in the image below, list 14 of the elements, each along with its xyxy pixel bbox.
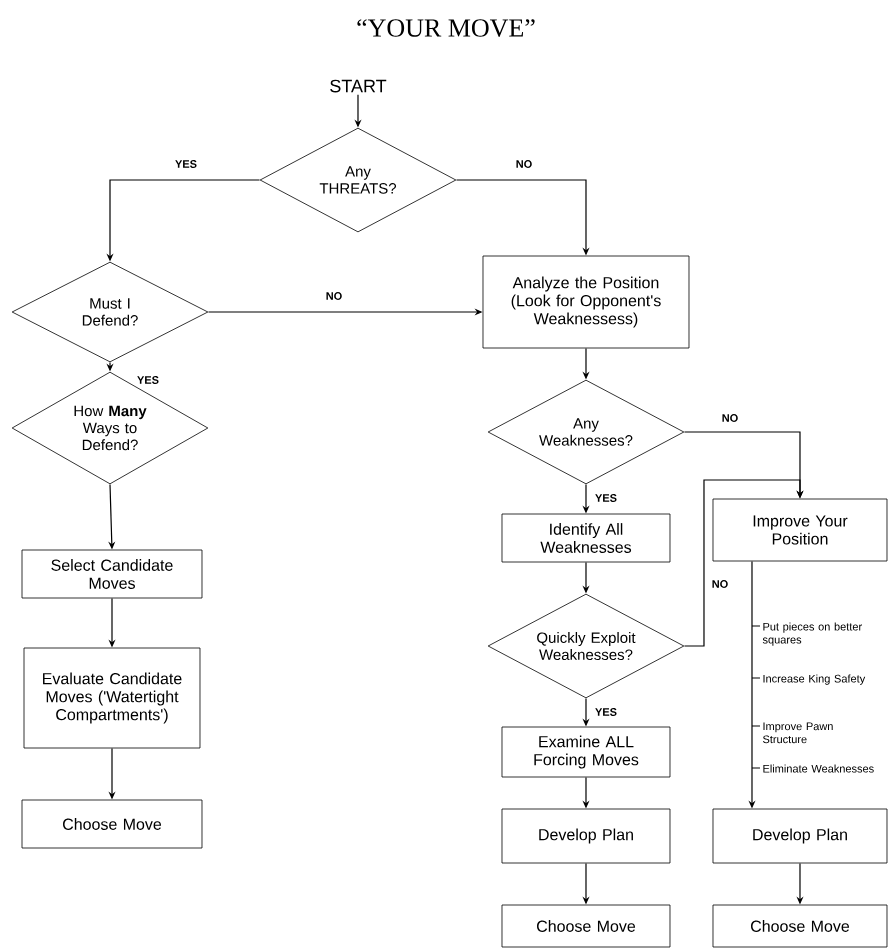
process-box: Analyze the Position (Look for Opponent's Weaknessess) bbox=[482, 255, 690, 349]
process-box: Develop Plan bbox=[501, 808, 671, 864]
process-box: Choose Move bbox=[712, 904, 888, 948]
process-box: Develop Plan bbox=[712, 808, 888, 864]
start-label: START bbox=[330, 79, 387, 93]
title: “YOUR MOVE” bbox=[357, 19, 535, 37]
arrow bbox=[683, 479, 804, 647]
process-box: Choose Move bbox=[501, 904, 671, 948]
process-box: Choose Move bbox=[21, 799, 203, 849]
process-box: Evaluate Candidate Moves ('Watertight Compartments') bbox=[23, 647, 201, 749]
process-box: Select Candidate Moves bbox=[21, 549, 203, 599]
process-box: Identify All Weaknesses bbox=[501, 513, 671, 563]
process-box: Examine ALL Forcing Moves bbox=[501, 726, 671, 778]
process-box: Improve Your Position bbox=[712, 498, 888, 562]
